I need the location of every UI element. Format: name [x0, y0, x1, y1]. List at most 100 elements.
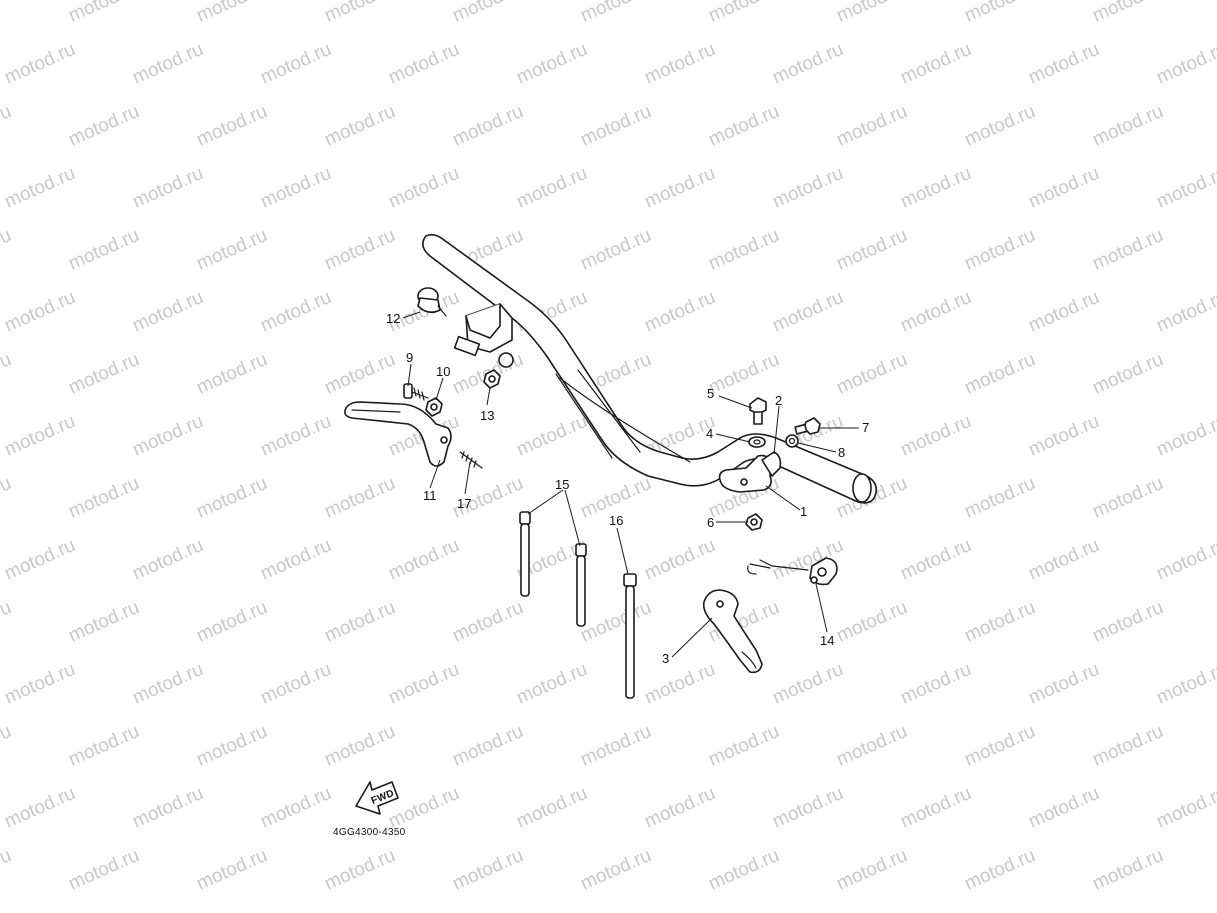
watermark-text: motod.ru — [1025, 907, 1102, 913]
watermark-text: motod.ru — [961, 225, 1038, 275]
watermark-text: motod.ru — [385, 535, 462, 585]
watermark-text: motod.ru — [193, 721, 270, 771]
watermark-text: motod.ru — [257, 39, 334, 89]
part-14-switch — [747, 557, 838, 586]
callout-4: 4 — [706, 426, 713, 441]
part-10-nut — [425, 397, 443, 417]
watermark-text: motod.ru — [1153, 907, 1217, 913]
part-9-bolt — [403, 383, 429, 401]
watermark-text: motod.ru — [1153, 163, 1217, 213]
watermark-text: motod.ru — [257, 907, 334, 913]
watermark-text: motod.ru — [1153, 783, 1217, 833]
watermark-text: motod.ru — [193, 597, 270, 647]
handlebar — [422, 233, 878, 504]
watermark-text: motod.ru — [897, 907, 974, 913]
watermark-text: motod.ru — [641, 163, 718, 213]
watermark-text: motod.ru — [705, 225, 782, 275]
watermark-text: motod.ru — [897, 39, 974, 89]
watermark-text: motod.ru — [0, 225, 15, 275]
watermark-text: motod.ru — [641, 535, 718, 585]
watermark-text: motod.ru — [321, 0, 398, 27]
part-6-nut — [745, 513, 763, 531]
watermark-text: motod.ru — [833, 349, 910, 399]
watermark-text: motod.ru — [769, 783, 846, 833]
callout-11: 11 — [423, 488, 437, 503]
watermark-text: motod.ru — [1025, 659, 1102, 709]
callout-2: 2 — [775, 393, 782, 408]
watermark-text: motod.ru — [321, 473, 398, 523]
watermark-text: motod.ru — [321, 845, 398, 895]
watermark-text: motod.ru — [833, 845, 910, 895]
watermark-text: motod.ru — [1, 163, 78, 213]
watermark-text: motod.ru — [65, 349, 142, 399]
part-17-adjuster-screw — [459, 451, 483, 469]
watermark-text: motod.ru — [0, 845, 15, 895]
watermark-text: motod.ru — [129, 907, 206, 913]
part-11-brake-lever — [344, 401, 452, 467]
part-3-clutch-lever — [702, 589, 763, 674]
watermark-text: motod.ru — [897, 411, 974, 461]
watermark-text: motod.ru — [65, 473, 142, 523]
watermark-text: motod.ru — [449, 0, 526, 27]
watermark-text: motod.ru — [193, 225, 270, 275]
watermark-text: motod.ru — [833, 225, 910, 275]
watermark-text: motod.ru — [321, 225, 398, 275]
watermark-text: motod.ru — [641, 907, 718, 913]
watermark-text: motod.ru — [1, 659, 78, 709]
watermark-text: motod.ru — [1153, 535, 1217, 585]
watermark-text: motod.ru — [961, 0, 1038, 27]
watermark-text: motod.ru — [385, 39, 462, 89]
watermark-text: motod.ru — [321, 349, 398, 399]
watermark-text: motod.ru — [321, 721, 398, 771]
watermark-text: motod.ru — [257, 287, 334, 337]
callout-14: 14 — [820, 633, 834, 648]
callout-labels: 1 2 3 4 5 6 7 8 9 10 11 12 13 14 15 16 1… — [386, 311, 869, 666]
watermark-text: motod.ru — [641, 659, 718, 709]
callout-13: 13 — [480, 408, 494, 423]
watermark-text: motod.ru — [449, 845, 526, 895]
diagram-code: 4GG4300-4350 — [333, 827, 406, 838]
watermark-text: motod.ru — [65, 721, 142, 771]
watermark-text: motod.ru — [129, 287, 206, 337]
watermark-text: motod.ru — [0, 0, 15, 27]
watermark-text: motod.ru — [0, 473, 15, 523]
watermark-text: motod.ru — [833, 597, 910, 647]
watermark-text: motod.ru — [0, 101, 15, 151]
watermark-text: motod.ru — [257, 535, 334, 585]
watermark-text: motod.ru — [961, 721, 1038, 771]
watermark-text: motod.ru — [769, 535, 846, 585]
part-4-washer — [748, 436, 766, 448]
watermark-text: motod.ru — [769, 39, 846, 89]
watermark-text: motod.ru — [1089, 101, 1166, 151]
watermark-text: motod.ru — [897, 659, 974, 709]
watermark-text: motod.ru — [1025, 783, 1102, 833]
callout-9: 9 — [406, 350, 413, 365]
watermark-text: motod.ru — [513, 163, 590, 213]
watermark-text: motod.ru — [513, 39, 590, 89]
watermark-text: motod.ru — [193, 349, 270, 399]
watermark-text: motod.ru — [705, 101, 782, 151]
watermark-text: motod.ru — [257, 163, 334, 213]
watermark-text: motod.ru — [449, 597, 526, 647]
watermark-text: motod.ru — [65, 101, 142, 151]
part-7-bolt — [794, 417, 821, 435]
watermark-text: motod.ru — [385, 907, 462, 913]
watermark-text: motod.ru — [1025, 287, 1102, 337]
watermark-text: motod.ru — [1089, 845, 1166, 895]
watermark-text: motod.ru — [577, 845, 654, 895]
watermark-text: motod.ru — [385, 783, 462, 833]
watermark-text: motod.ru — [385, 659, 462, 709]
watermark-text: motod.ru — [961, 473, 1038, 523]
watermark-text: motod.ru — [257, 411, 334, 461]
callout-5: 5 — [707, 386, 714, 401]
callout-7: 7 — [862, 420, 869, 435]
callout-10: 10 — [436, 364, 450, 379]
watermark-text: motod.ru — [129, 39, 206, 89]
watermark-text: motod.ru — [1153, 659, 1217, 709]
watermark-text: motod.ru — [1025, 411, 1102, 461]
watermark-text: motod.ru — [705, 0, 782, 27]
callout-16: 16 — [609, 513, 623, 528]
watermark-text: motod.ru — [513, 659, 590, 709]
